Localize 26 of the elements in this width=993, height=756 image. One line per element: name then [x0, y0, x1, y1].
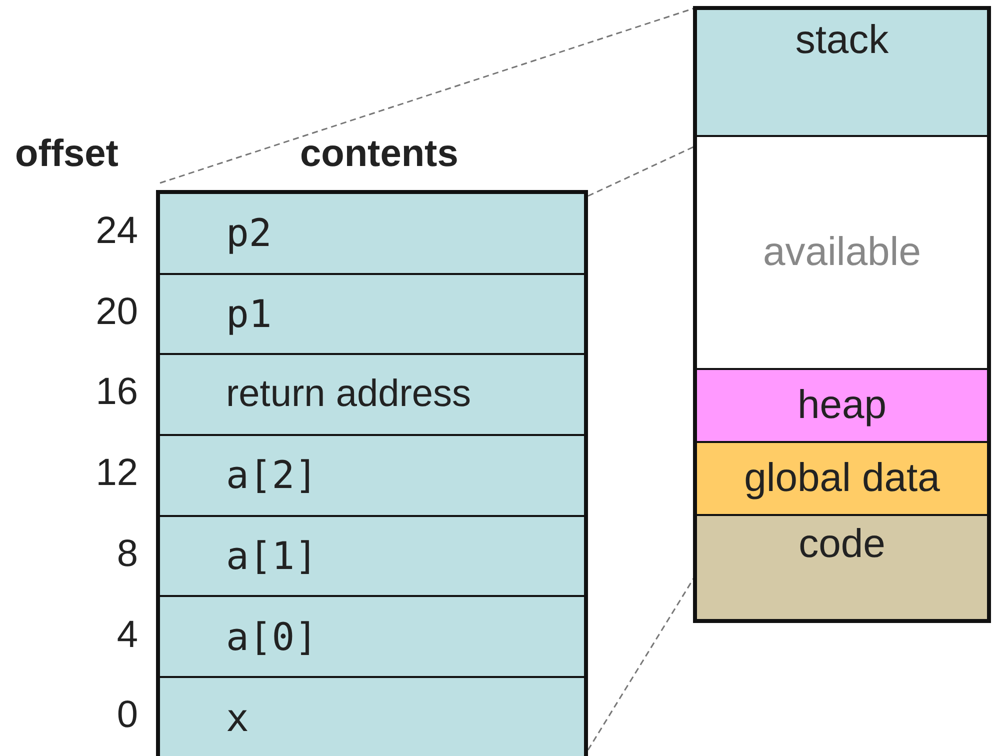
memory-segment [697, 370, 987, 443]
offset-value: 20 [94, 290, 138, 334]
segment-label: heap [798, 383, 886, 428]
memory-segment [697, 137, 987, 370]
offset-value: 24 [94, 210, 138, 253]
offset-value: 8 [116, 532, 138, 576]
segment-label: code [798, 522, 886, 567]
frame-entry: a[0] [226, 614, 318, 659]
segment-label: available [763, 230, 921, 275]
offset-value: 16 [94, 371, 138, 414]
offset-value: 0 [116, 694, 138, 738]
offset-value: 12 [94, 452, 138, 496]
frame-entry: a[1] [226, 534, 318, 578]
column-header: contents [300, 133, 458, 176]
segment-label: stack [795, 18, 889, 63]
offset-value: 4 [116, 614, 138, 656]
frame-entry: return address [226, 373, 472, 416]
segment-label: global data [744, 456, 940, 501]
column-header: offset [15, 133, 118, 176]
frame-entry: a[2] [226, 453, 318, 498]
frame-entry: p2 [226, 211, 272, 256]
memory-segment [697, 443, 987, 516]
memory-segment [697, 10, 987, 137]
memory-segment [697, 516, 987, 619]
frame-entry: p1 [226, 292, 272, 336]
frame-entry: x [226, 696, 249, 740]
